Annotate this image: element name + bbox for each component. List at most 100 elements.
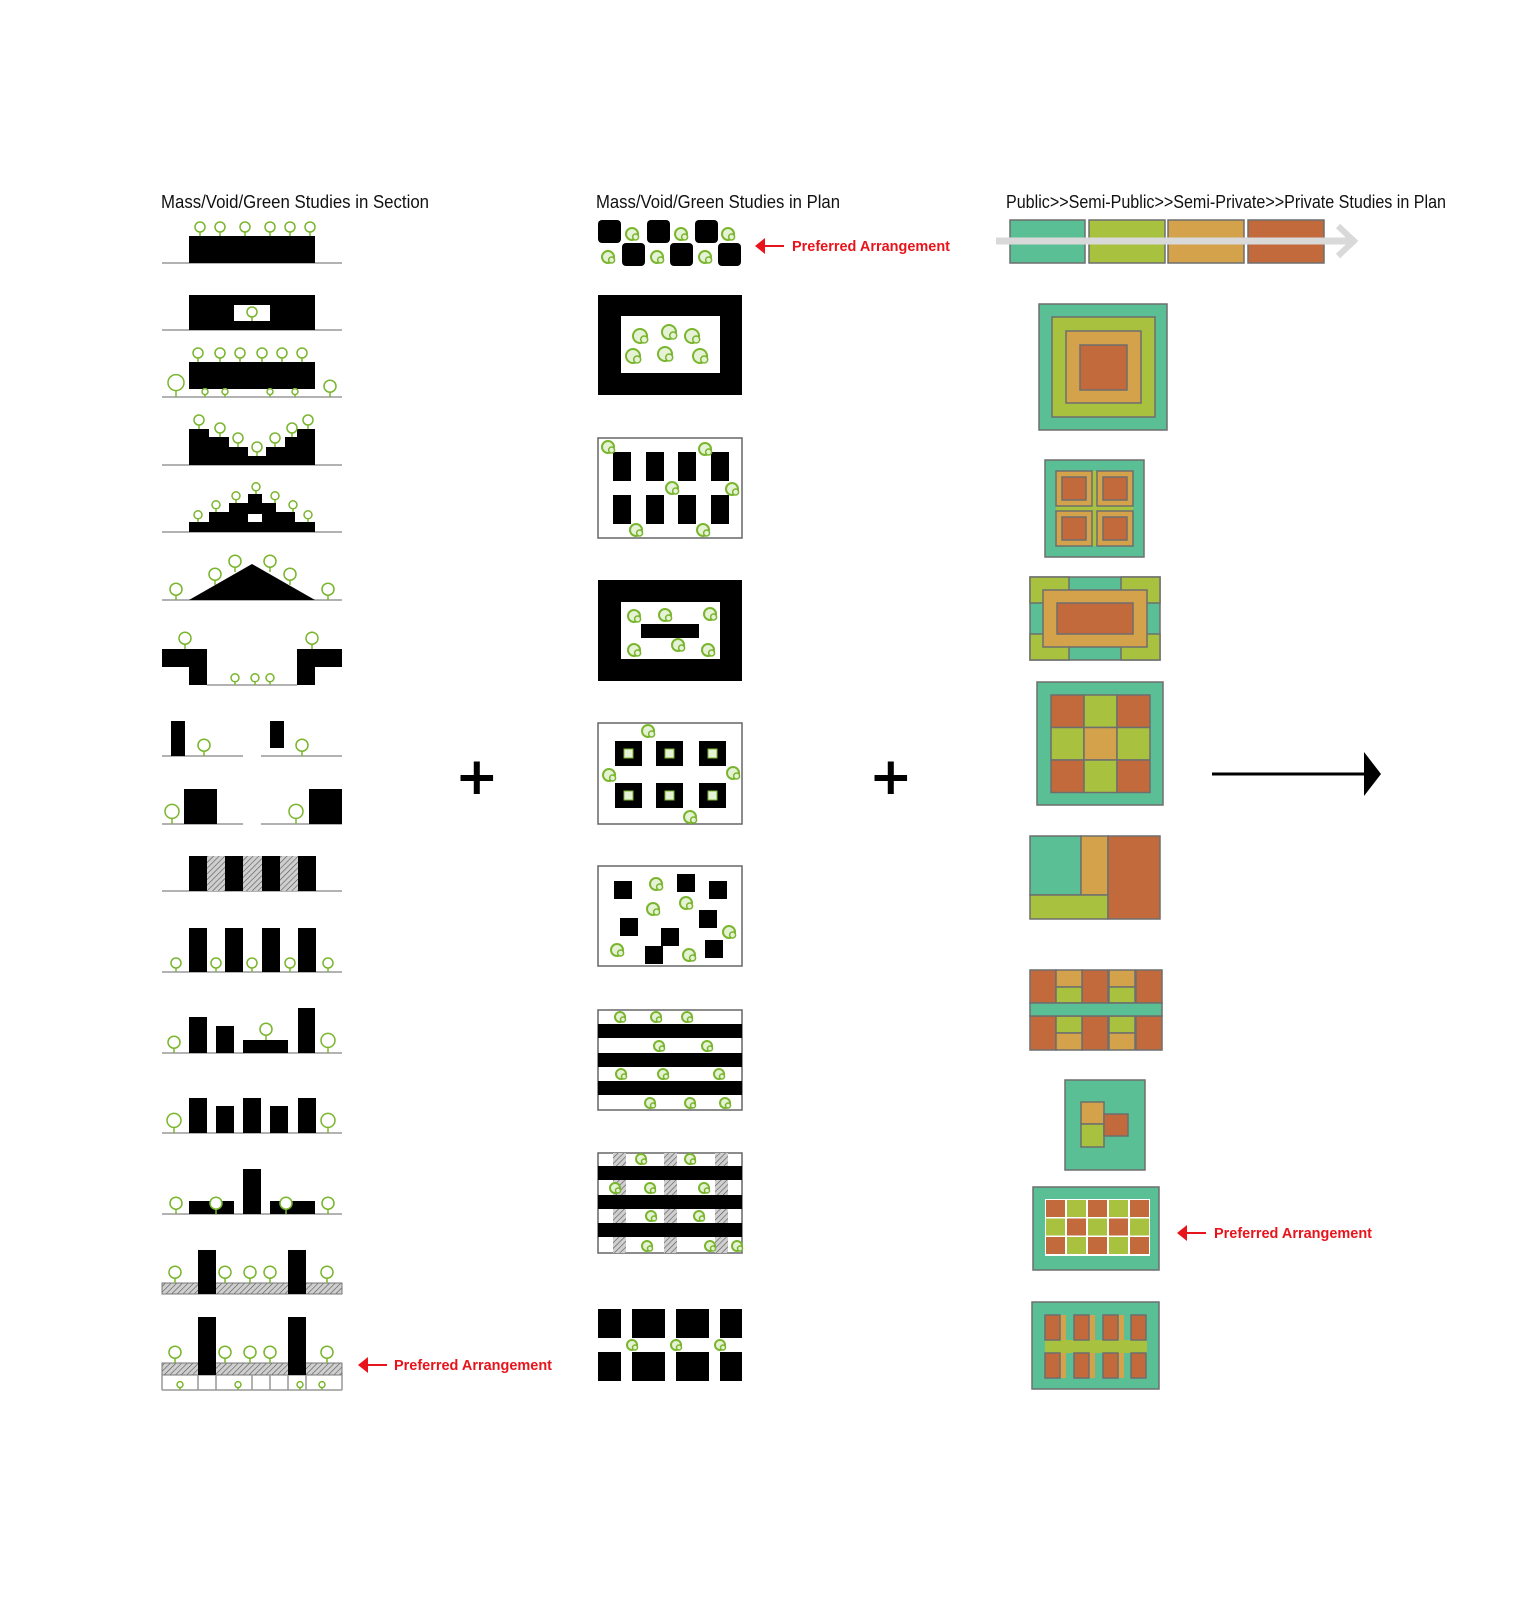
tree-icon xyxy=(169,582,183,600)
tree-crown xyxy=(702,529,711,537)
tree-crown xyxy=(304,221,316,233)
mass-block xyxy=(189,856,207,891)
tree-crown xyxy=(210,957,222,969)
tree-crown xyxy=(291,387,299,396)
tree-icon xyxy=(231,491,241,503)
semi-public-zone xyxy=(1046,1218,1065,1236)
mass-block xyxy=(184,789,217,824)
tree-icon xyxy=(218,1265,232,1283)
tree-crown xyxy=(167,373,185,392)
mass-block xyxy=(614,881,632,899)
tree-icon xyxy=(670,1339,683,1351)
mass-block xyxy=(598,220,621,243)
semi-private-zone xyxy=(1108,969,1136,988)
tree-icon xyxy=(629,523,644,537)
section-heading: Mass/Void/Green Studies in Section xyxy=(161,192,429,212)
tree-crown xyxy=(607,256,616,264)
tree-crown xyxy=(656,256,665,264)
tree-crown xyxy=(699,355,709,364)
private-zone xyxy=(1056,602,1134,635)
tree-icon xyxy=(264,221,276,236)
tree-icon xyxy=(201,387,209,397)
tree-crown xyxy=(631,233,640,241)
semi-public-zone xyxy=(1029,894,1109,920)
tree-crown xyxy=(263,554,277,568)
tree-crown xyxy=(646,1245,654,1252)
private-zone xyxy=(1081,969,1109,1004)
tree-crown xyxy=(243,1265,257,1279)
tree-crown xyxy=(732,772,741,780)
semi-private-zone xyxy=(1065,330,1142,404)
preferred-arrangement-label: Preferred Arrangement xyxy=(1214,1225,1372,1242)
mass-block xyxy=(613,452,631,481)
private-zone xyxy=(1102,516,1128,541)
tree-crown xyxy=(616,949,625,957)
plan-study-3 xyxy=(597,437,743,539)
plan-study-8 xyxy=(597,1152,744,1254)
private-zone xyxy=(1050,694,1085,729)
tree-crown xyxy=(251,441,263,453)
tree-crown xyxy=(194,221,206,233)
private-zone xyxy=(1116,759,1151,794)
tree-crown xyxy=(246,957,258,969)
tree-crown xyxy=(169,582,183,596)
tree-crown xyxy=(259,1022,273,1036)
private-zone xyxy=(1081,1015,1109,1051)
tree-crown xyxy=(169,1196,183,1210)
red-arrow-head-icon xyxy=(755,238,765,254)
tree-crown xyxy=(320,1112,336,1129)
tree-crown xyxy=(655,1016,663,1023)
tree-crown xyxy=(614,1187,622,1194)
tree-icon xyxy=(692,348,709,364)
semi-public-zone xyxy=(1067,1237,1086,1254)
mass-block xyxy=(262,928,280,972)
mass-block xyxy=(598,1195,742,1209)
tree-icon xyxy=(192,347,204,362)
tree-crown xyxy=(228,554,242,568)
tree-crown xyxy=(664,614,673,622)
tree-icon xyxy=(197,738,211,756)
tree-icon xyxy=(305,631,319,649)
mass-block xyxy=(298,856,316,891)
tree-crown xyxy=(303,510,313,520)
tree-crown xyxy=(192,347,204,359)
mass-block xyxy=(661,928,679,946)
mass-block xyxy=(613,495,631,524)
tree-icon xyxy=(269,432,281,447)
tree-icon xyxy=(684,1097,697,1109)
tree-crown xyxy=(691,335,701,344)
tree-crown xyxy=(270,491,280,501)
tree-icon xyxy=(246,957,258,972)
private-zone xyxy=(1102,1314,1119,1341)
zoning-study-1 xyxy=(1038,303,1168,431)
tree-crown xyxy=(724,1102,732,1109)
zoning-studies xyxy=(996,219,1359,1390)
tree-crown xyxy=(263,1265,277,1279)
mass-block xyxy=(646,495,664,524)
mass-block xyxy=(189,494,315,532)
private-zone xyxy=(1130,1352,1147,1379)
mass-block xyxy=(162,649,207,685)
tree-icon xyxy=(228,554,242,572)
tree-crown xyxy=(246,306,258,318)
tree-crown xyxy=(709,1245,717,1252)
tree-crown xyxy=(631,1344,639,1351)
tree-icon xyxy=(276,347,288,362)
semi-public-zone xyxy=(1050,726,1085,761)
tree-crown xyxy=(176,1380,184,1389)
tree-icon xyxy=(243,1265,257,1283)
tree-crown xyxy=(234,347,246,359)
tree-crown xyxy=(266,387,274,396)
tree-icon xyxy=(693,1210,706,1222)
semi-public-zone xyxy=(1045,1340,1147,1353)
tree-crown xyxy=(234,1380,242,1389)
mass-block xyxy=(677,874,695,892)
tree-crown xyxy=(321,1196,335,1210)
zoning-study-2 xyxy=(1044,459,1145,558)
tree-crown xyxy=(718,1073,726,1080)
tree-icon xyxy=(176,1380,184,1390)
section-study-9 xyxy=(162,789,342,825)
tree-icon xyxy=(731,1240,744,1252)
private-zone xyxy=(1044,1314,1061,1341)
tree-icon xyxy=(684,1153,697,1165)
